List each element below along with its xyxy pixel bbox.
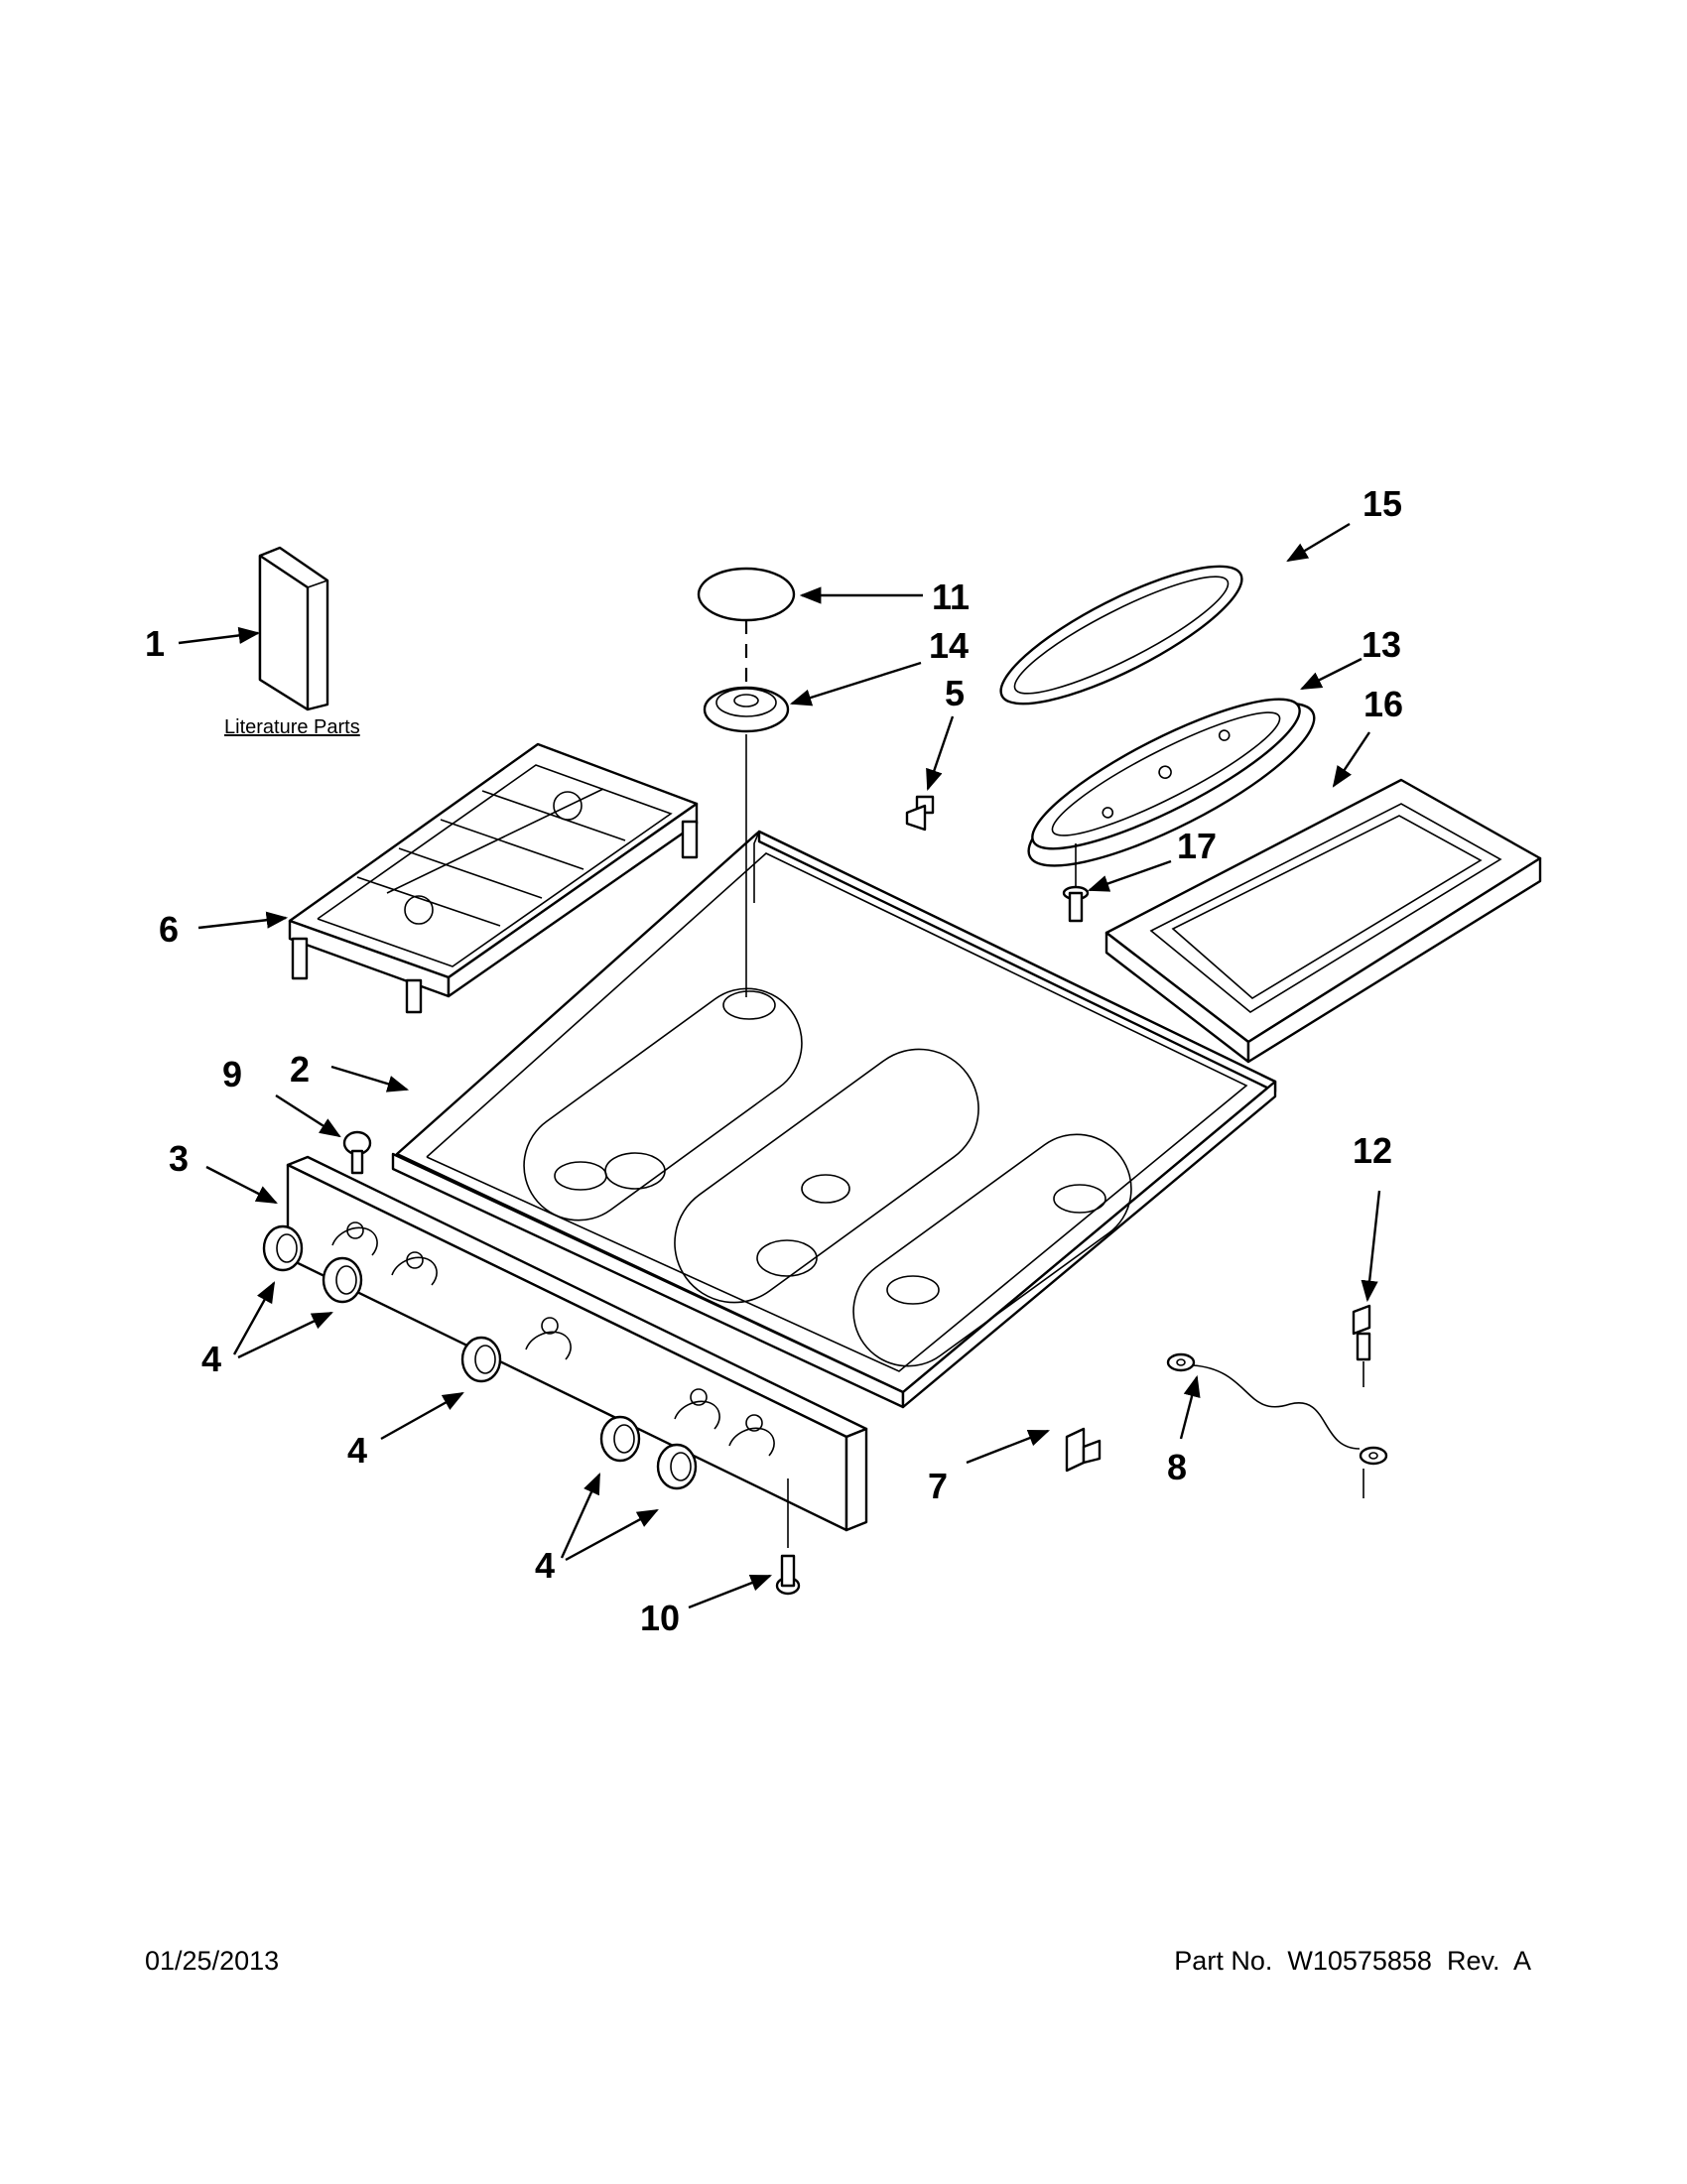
literature-parts-label: Literature Parts xyxy=(224,716,360,738)
ground-wire xyxy=(1166,1352,1388,1466)
callout-15: 15 xyxy=(1363,483,1402,524)
callout-12: 12 xyxy=(1353,1130,1392,1171)
callout-8: 8 xyxy=(1167,1447,1187,1487)
screw-12 xyxy=(1352,1304,1371,1498)
griddle-gasket xyxy=(999,565,1243,706)
callout-9: 9 xyxy=(222,1054,242,1094)
callout-3: 3 xyxy=(169,1138,189,1179)
footer-part-number: Part No. W10575858 Rev. A xyxy=(1174,1946,1531,1976)
burner-head xyxy=(703,620,790,997)
literature-booklet xyxy=(258,546,329,711)
callout-17: 17 xyxy=(1177,826,1217,866)
callout-4-middle: 4 xyxy=(347,1430,367,1471)
callout-13: 13 xyxy=(1362,624,1401,665)
control-knobs xyxy=(262,1224,698,1490)
callout-1: 1 xyxy=(145,623,165,664)
callout-10: 10 xyxy=(640,1598,680,1638)
callout-7: 7 xyxy=(928,1466,948,1506)
callout-4-left: 4 xyxy=(201,1339,221,1379)
callout-14: 14 xyxy=(929,625,969,666)
callout-2: 2 xyxy=(290,1049,310,1090)
burner-grate xyxy=(288,742,699,1014)
footer-date: 01/25/2013 xyxy=(145,1946,279,1976)
cooktop-main-top xyxy=(391,830,1277,1409)
callout-16: 16 xyxy=(1363,684,1403,724)
screw-17 xyxy=(1062,843,1090,923)
screw-5 xyxy=(905,795,935,832)
burner-cap xyxy=(697,567,796,622)
callout-4-right: 4 xyxy=(535,1545,555,1586)
oval-burner xyxy=(1027,698,1316,867)
leader-lines xyxy=(178,522,1381,1609)
callout-5: 5 xyxy=(945,673,965,713)
panel-screw xyxy=(342,1130,372,1175)
callout-6: 6 xyxy=(159,909,179,950)
clip-7 xyxy=(1065,1427,1102,1473)
callout-11: 11 xyxy=(932,577,970,617)
griddle-plate xyxy=(1104,778,1542,1064)
panel-bottom-screw xyxy=(775,1478,801,1596)
